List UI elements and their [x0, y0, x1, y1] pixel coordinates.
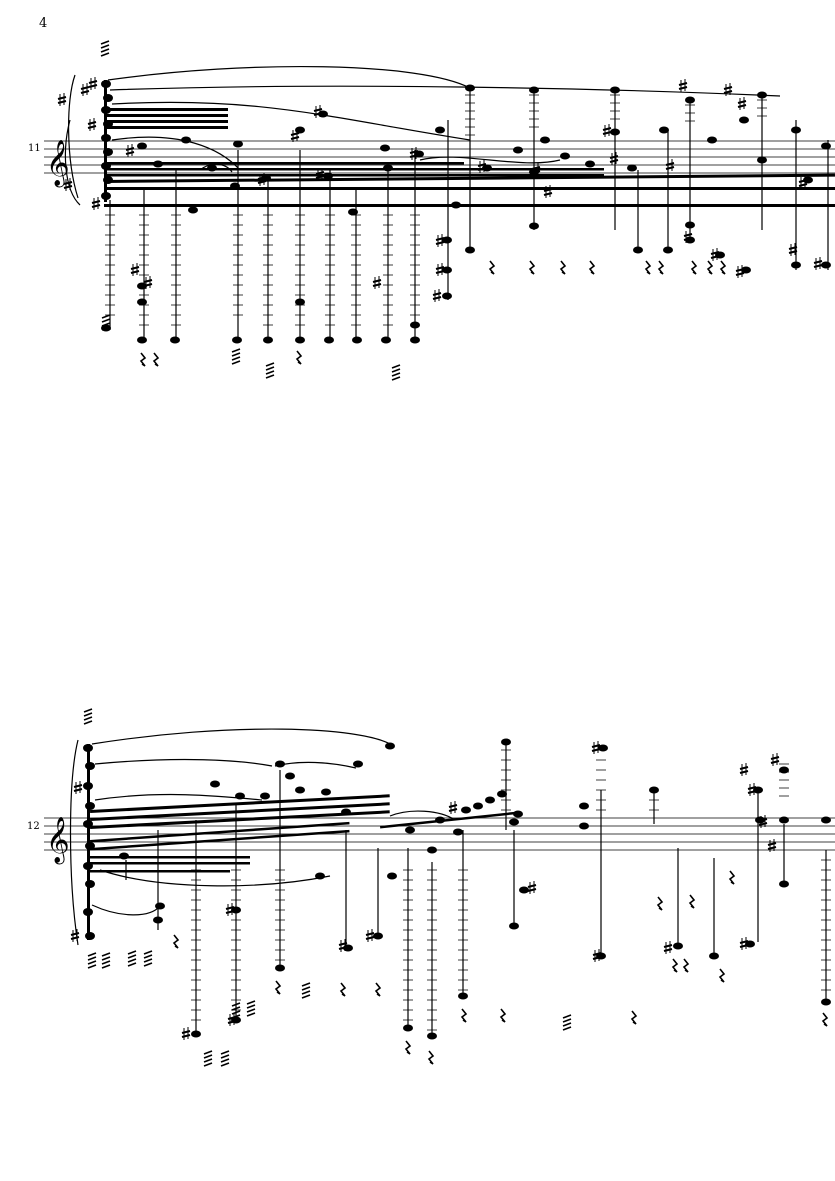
accidentals [70, 740, 780, 1041]
rests [140, 260, 726, 367]
treble-clef: 𝄞 [46, 817, 70, 865]
stems [109, 88, 829, 340]
noteheads [119, 738, 831, 1040]
svg-text:𝄞: 𝄞 [46, 140, 70, 188]
rests [173, 870, 828, 1065]
page-number: 4 [39, 16, 48, 31]
beams [89, 794, 520, 873]
measure-number-12: 12 [27, 821, 40, 832]
measure-number-11: 11 [28, 143, 41, 154]
slurs [69, 728, 456, 946]
stems [125, 740, 827, 1036]
ledger-ticks [191, 749, 831, 1031]
svg-text:𝄞: 𝄞 [46, 817, 70, 865]
tremolo-marks [83, 708, 572, 1067]
slurs [64, 65, 781, 206]
treble-clef: 𝄞 [46, 140, 70, 188]
system-2: 𝄞 [44, 708, 835, 1067]
system-1: 𝄞 [44, 40, 835, 381]
noteheads [101, 84, 831, 344]
ledger-ticks [105, 94, 767, 326]
